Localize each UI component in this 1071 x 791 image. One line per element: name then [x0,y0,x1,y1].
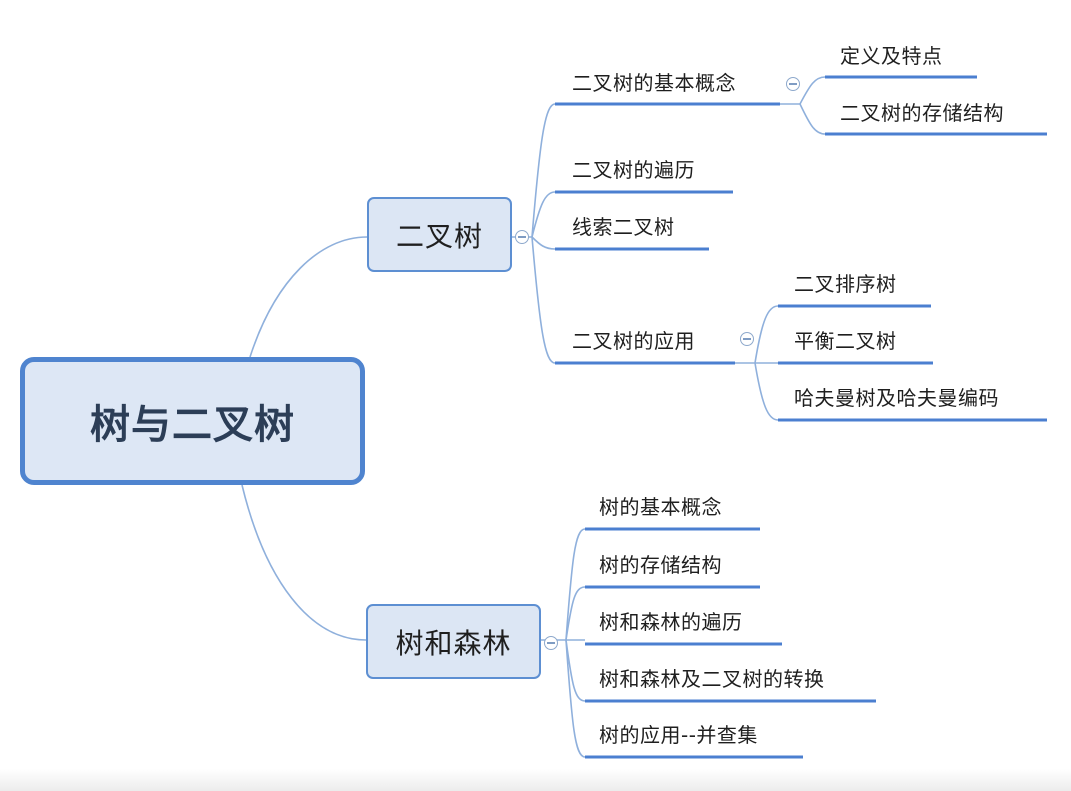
connector-to-bst [754,305,779,364]
bottom-bar [0,769,1071,791]
topic-tree-storage-structure[interactable]: 树的存储结构 [599,553,722,577]
collapse-tree-forest-toggle[interactable] [544,636,558,650]
topic-huffman-tree-coding[interactable]: 哈夫曼树及哈夫曼编码 [794,386,999,410]
connector-to-threaded [531,236,556,250]
topic-binary-sort-tree[interactable]: 二叉排序树 [794,272,897,296]
collapse-binary-tree-toggle[interactable] [515,230,529,244]
topic-binary-tree-storage[interactable]: 二叉树的存储结构 [840,101,1004,125]
topic-tree-application-union-find[interactable]: 树的应用--并查集 [599,723,758,747]
connector-root-tree-forest [241,484,367,641]
connector-to-traversal [531,191,556,238]
connector-to-tree-concept [565,528,586,641]
root-node[interactable]: 树与二叉树 [20,357,365,485]
branch-binary-tree-node[interactable]: 二叉树 [367,197,512,272]
connector-to-definition [799,76,826,105]
topic-tree-forest-traversal[interactable]: 树和森林的遍历 [599,610,743,634]
connector-to-union-find [565,639,586,758]
topic-tree-basic-concept[interactable]: 树的基本概念 [599,495,722,519]
connector-to-application [531,236,556,364]
connector-to-basic-concept [531,103,556,238]
topic-definition-features[interactable]: 定义及特点 [840,44,943,68]
topic-binary-tree-application[interactable]: 二叉树的应用 [572,329,695,353]
connector-to-tree-storage [565,586,586,641]
collapse-application-toggle[interactable] [740,332,754,346]
connector-root-binary-tree [249,236,368,358]
branch-tree-forest-node[interactable]: 树和森林 [366,604,541,679]
topic-threaded-binary-tree[interactable]: 线索二叉树 [572,215,675,239]
topic-tree-forest-binary-conversion[interactable]: 树和森林及二叉树的转换 [599,667,825,691]
topic-balanced-binary-tree[interactable]: 平衡二叉树 [794,329,897,353]
collapse-basic-concept-toggle[interactable] [786,77,800,91]
connector-to-huffman [754,362,779,421]
topic-binary-tree-traversal[interactable]: 二叉树的遍历 [572,158,695,182]
topic-binary-tree-basic-concept[interactable]: 二叉树的基本概念 [572,71,736,95]
connector-to-storage-structure [799,103,826,135]
